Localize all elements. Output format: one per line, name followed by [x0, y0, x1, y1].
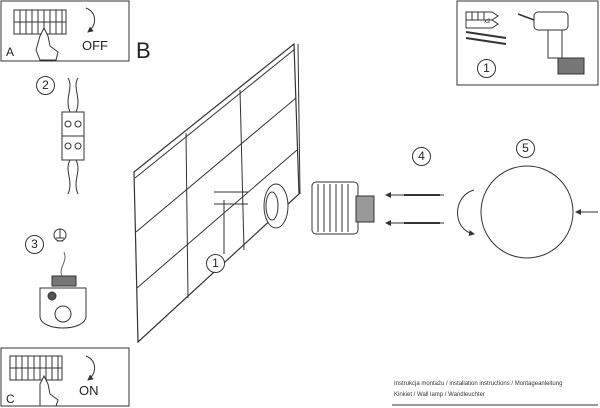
step-1-tools-number: 1 — [477, 59, 496, 78]
ground-symbol-icon — [53, 228, 67, 242]
step-c-label: C — [6, 392, 15, 406]
step-4-number: 4 — [412, 147, 431, 166]
rotate-on-arrow-icon — [85, 355, 95, 381]
panel-c-frame — [0, 347, 130, 407]
fixing-screws-icon — [404, 194, 440, 224]
wall-screws-icon — [214, 191, 248, 254]
step-a-label: A — [6, 45, 15, 59]
ground-lug-icon — [39, 251, 87, 329]
panel-a-frame — [0, 0, 130, 62]
circuit-breaker-on-icon — [9, 355, 63, 381]
lamp-holder-icon — [311, 181, 375, 235]
instruction-title: Instrukcja montażu / installation instru… — [394, 381, 563, 387]
mounting-plate-icon — [263, 183, 289, 229]
step-1-wall-number: 1 — [206, 254, 225, 273]
step-b-label: B — [136, 38, 151, 63]
dowel-icon — [465, 11, 499, 29]
wire-diagram — [67, 77, 79, 195]
hand-icon — [35, 26, 59, 61]
wall-tiles-icon — [133, 42, 301, 344]
twist-arrow-icon — [457, 189, 475, 237]
panel-tools-frame — [456, 0, 599, 86]
step-5-number: 5 — [516, 139, 535, 158]
drill-icon — [517, 11, 585, 75]
quantity-label: x2 — [484, 19, 491, 25]
glass-globe-icon — [480, 165, 574, 259]
on-label: ON — [79, 383, 99, 398]
terminal-block-icon — [61, 111, 85, 161]
step-2-number: 2 — [36, 76, 55, 95]
hand-on-icon — [39, 374, 59, 407]
product-name: Kinkiet / Wall lamp / Wandleuchter — [394, 392, 485, 398]
step-3-number: 3 — [25, 235, 44, 254]
screw-icon — [465, 31, 507, 45]
rotate-arrow-icon — [85, 7, 95, 33]
circuit-breaker-icon — [13, 9, 67, 35]
off-label: OFF — [82, 38, 108, 53]
